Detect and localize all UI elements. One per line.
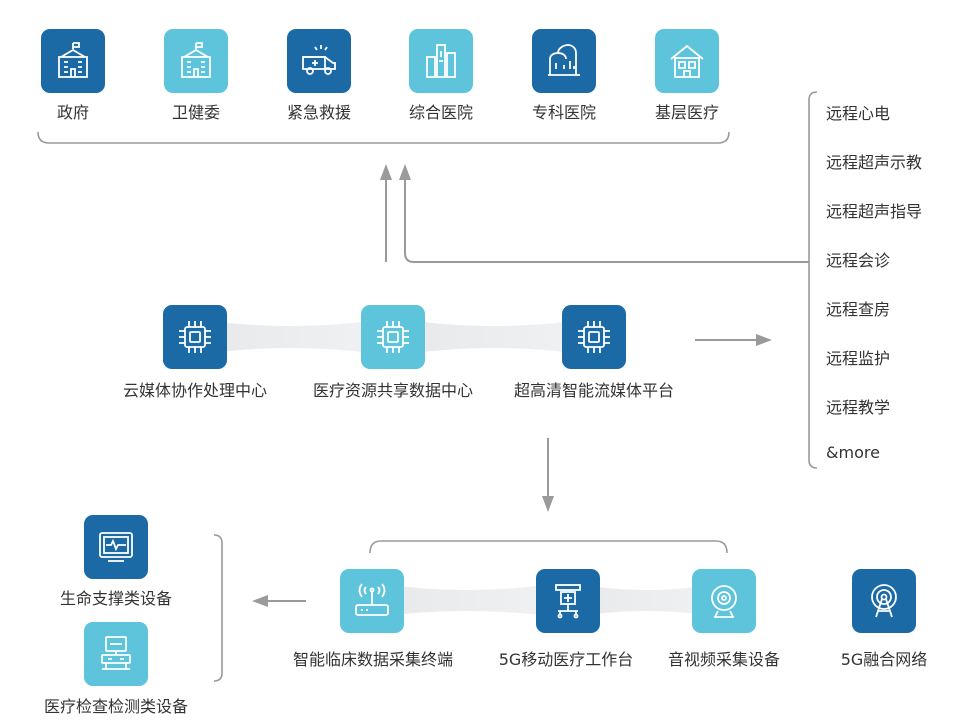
bottom-label-0: 智能临床数据采集终端 bbox=[292, 650, 454, 669]
government-building-icon bbox=[41, 29, 105, 93]
right-arrowhead bbox=[756, 334, 772, 346]
top-label-4: 专科医院 bbox=[531, 103, 597, 122]
service-item: 远程会诊 bbox=[826, 251, 891, 270]
ambulance-icon bbox=[287, 29, 351, 93]
middle-label-1: 医疗资源共享数据中心 bbox=[312, 381, 474, 400]
bottom-label-2: 音视频采集设备 bbox=[667, 650, 781, 669]
bottom-brace bbox=[369, 540, 728, 554]
signal-tower-icon bbox=[852, 569, 916, 633]
bottom-label-1: 5G移动医疗工作台 bbox=[498, 650, 634, 669]
chip-icon bbox=[163, 305, 227, 369]
device-label-0: 生命支撑类设备 bbox=[59, 589, 173, 608]
general-hospital-icon bbox=[409, 29, 473, 93]
service-item: 远程心电 bbox=[826, 104, 891, 123]
up-arrowhead-1 bbox=[380, 164, 392, 180]
service-item: 远程超声指导 bbox=[826, 202, 923, 221]
top-label-1: 卫健委 bbox=[171, 103, 221, 122]
bottom-connector-band bbox=[370, 582, 566, 618]
service-item: 远程监护 bbox=[826, 349, 891, 368]
service-item: &more bbox=[826, 443, 880, 462]
services-bracket bbox=[808, 91, 818, 469]
top-brace bbox=[37, 131, 730, 144]
specialty-hospital-icon bbox=[532, 29, 596, 93]
service-item: 远程查房 bbox=[826, 300, 891, 319]
middle-connector-band-2 bbox=[393, 318, 594, 356]
top-label-3: 综合医院 bbox=[408, 103, 474, 122]
bottom-connector-band-2 bbox=[566, 582, 724, 618]
top-label-2: 紧急救援 bbox=[286, 103, 352, 122]
middle-connector-band bbox=[190, 318, 393, 356]
middle-label-0: 云媒体协作处理中心 bbox=[122, 381, 268, 400]
devices-bracket bbox=[213, 534, 223, 682]
chip-icon bbox=[361, 305, 425, 369]
service-item: 远程教学 bbox=[826, 398, 891, 417]
camera-icon bbox=[692, 569, 756, 633]
bottom-label-3: 5G融合网络 bbox=[840, 650, 928, 669]
down-arrowhead bbox=[542, 496, 554, 512]
service-item: 远程超声示教 bbox=[826, 153, 923, 172]
top-label-5: 基层医疗 bbox=[654, 103, 720, 122]
diagnostic-machine-icon bbox=[84, 622, 148, 686]
health-commission-building-icon bbox=[164, 29, 228, 93]
wireless-router-icon bbox=[340, 569, 404, 633]
device-label-1: 医疗检查检测类设备 bbox=[43, 697, 189, 716]
mobile-workstation-icon bbox=[536, 569, 600, 633]
middle-label-2: 超高清智能流媒体平台 bbox=[513, 381, 675, 400]
left-arrowhead bbox=[252, 595, 268, 607]
chip-icon bbox=[562, 305, 626, 369]
top-label-0: 政府 bbox=[56, 103, 90, 122]
up-arrow-2 bbox=[404, 178, 809, 263]
up-arrowhead-2 bbox=[399, 164, 411, 180]
patient-monitor-icon bbox=[84, 515, 148, 579]
primary-care-house-icon bbox=[655, 29, 719, 93]
